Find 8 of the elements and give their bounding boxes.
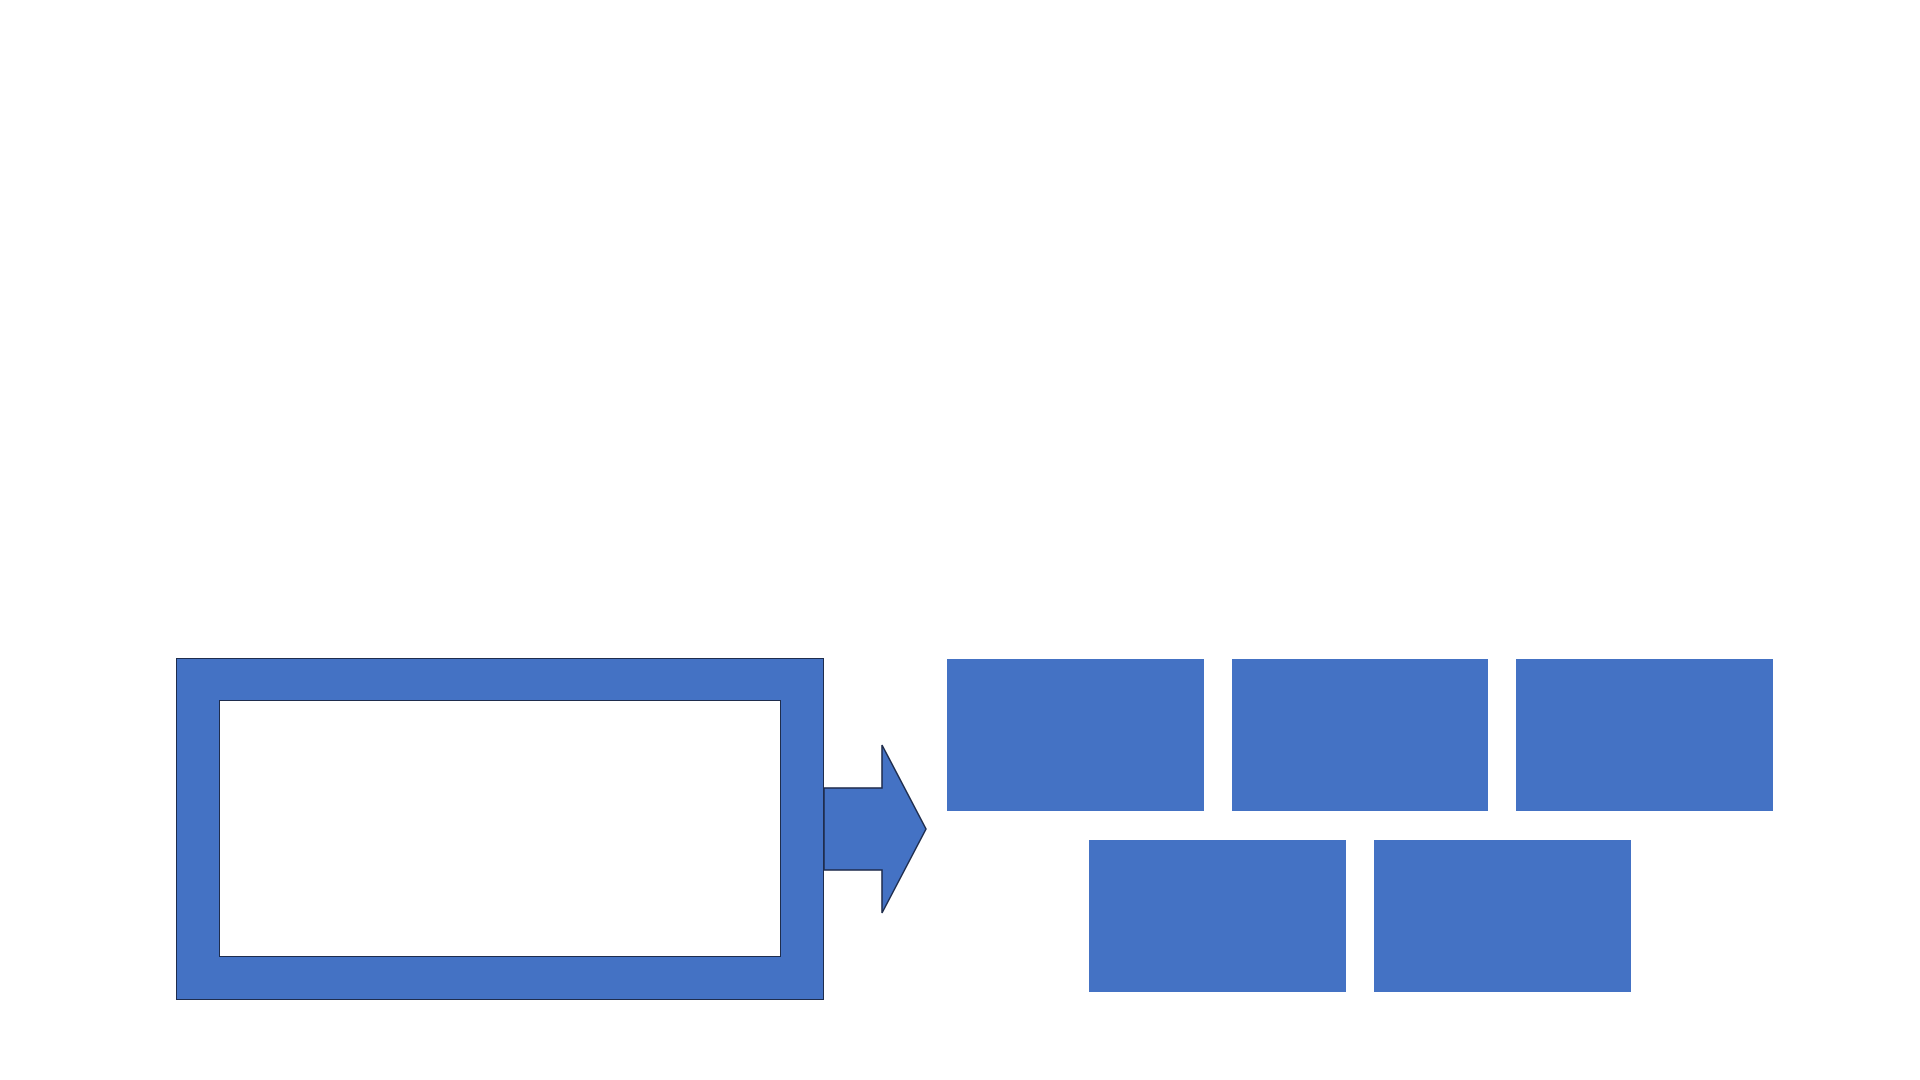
rectangle: [1232, 659, 1488, 811]
rectangle: [947, 659, 1204, 811]
block-arrow: [823, 744, 927, 914]
rectangle-frame: [176, 658, 824, 1000]
rectangle: [1374, 840, 1631, 992]
rectangle: [1516, 659, 1773, 811]
rectangle: [1089, 840, 1346, 992]
rectangle: [218, 699, 781, 957]
